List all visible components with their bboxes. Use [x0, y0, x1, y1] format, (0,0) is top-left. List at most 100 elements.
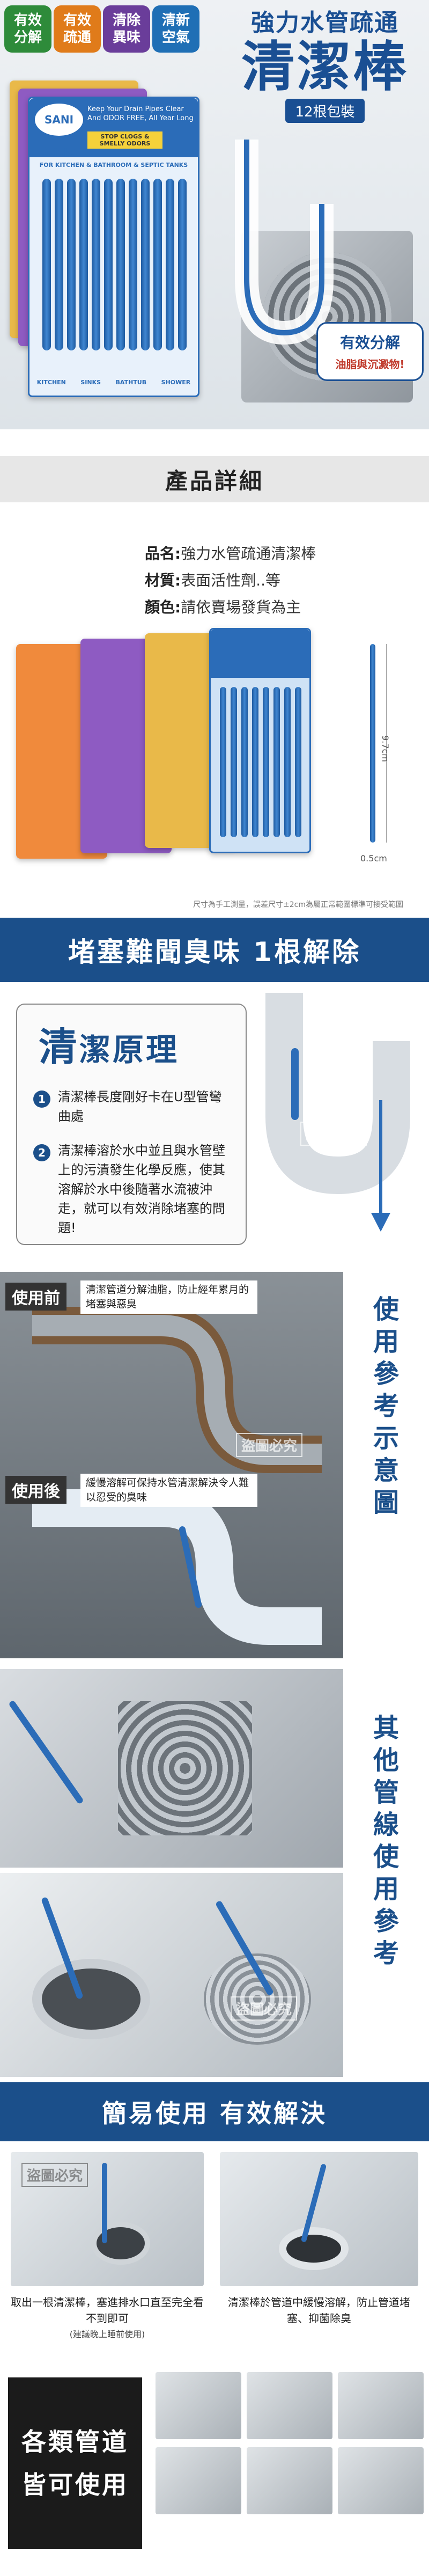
package-tagline: Keep Your Drain Pipes Clear And ODOR FRE…	[87, 105, 194, 122]
hero-section: 有效分解 有效疏通 清除異味 清新空氣 SANI Sticks Keep You…	[0, 0, 429, 429]
details-footnote: 尺寸為手工測量，誤差尺寸±2cm為屬正常範圍標準可接受範圍	[193, 901, 403, 909]
use-kitchen: KITCHEN	[36, 379, 66, 386]
before-note: 清潔管道分解油脂，防止經年累月的堵塞與惡臭	[80, 1280, 257, 1314]
floor-drain-grate	[118, 1701, 252, 1835]
other-pipes-section: 盜圖必究 其他管線使用參考	[0, 1664, 429, 2082]
package-uses: KITCHEN SINKS BATHTUB SHOWER	[29, 379, 198, 386]
stick	[92, 179, 100, 350]
easy-use-banner: 簡易使用 有效解決	[0, 2082, 429, 2141]
stick	[129, 179, 137, 350]
dim-length: 9.7cm	[380, 735, 390, 762]
step1-caption: 取出一根清潔棒，塞進排水口直至完全看不到即可 (建議晚上睡前使用)	[11, 2296, 204, 2339]
badge-deodorize: 清除異味	[103, 5, 150, 53]
easy-use-heading: 簡易使用 有效解決	[101, 2099, 327, 2128]
details-heading-bar: 產品詳細	[0, 456, 429, 502]
details-section: 產品詳細 品名:強力水管疏通清潔棒 材質:表面活性劑..等 顏色:請依賣場發貨為…	[0, 429, 429, 918]
stick	[220, 687, 226, 837]
principle-box: 清潔原理 1 清潔棒長度剛好卡在U型管彎曲處 2 清潔棒溶於水中並且與水管壁上的…	[16, 1004, 247, 1245]
use-sinks: SINKS	[80, 379, 101, 386]
dirty-pipe-illustration	[32, 1307, 322, 1473]
use-bathtub: BATHTUB	[115, 379, 147, 386]
hero-title: 強力水管疏通 清潔棒 12根包裝	[228, 3, 421, 123]
package-header: SANI Sticks Keep Your Drain Pipes Clear …	[29, 98, 198, 158]
step2-caption: 清潔棒於管道中緩慢溶解，防止管道堵塞、抑菌除臭	[228, 2296, 410, 2325]
stick	[104, 179, 113, 350]
stick	[273, 687, 280, 837]
pipe-thumb-6	[338, 2447, 424, 2514]
before-tag: 使用前	[5, 1283, 66, 1311]
pipe-before-after-image	[0, 1272, 343, 1658]
stick	[153, 179, 162, 350]
stick	[141, 179, 150, 350]
usage-side-label: 使用參考示意圖	[373, 1294, 399, 1518]
stick	[116, 179, 125, 350]
principle-section: 清潔原理 1 清潔棒長度剛好卡在U型管彎曲處 2 清潔棒溶於水中並且與水管壁上的…	[0, 982, 429, 1272]
watermark: 盜圖必究	[236, 1433, 303, 1457]
watermark: 盜圖必究	[21, 2163, 88, 2187]
slogan-banner: 堵塞難聞臭味 1根解除	[0, 918, 429, 982]
pipe-thumb-2	[247, 2372, 332, 2439]
dim-width: 0.5cm	[360, 853, 387, 863]
stick	[67, 179, 76, 350]
clean-pipe-illustration	[32, 1489, 322, 1645]
effect-line2: 油脂與沉澱物!	[335, 358, 405, 371]
after-tag: 使用後	[5, 1476, 66, 1504]
stick	[42, 179, 51, 350]
easy-use-section: 盜圖必究 取出一根清潔棒，塞進排水口直至完全看不到即可 (建議晚上睡前使用) 清…	[0, 2141, 429, 2356]
principle-num-2: 2	[33, 1144, 50, 1161]
sink-drain-1	[32, 1959, 150, 2039]
watermark: 盜圖必究	[300, 1122, 367, 1146]
badge-fresh-air: 清新空氣	[152, 5, 199, 53]
all-pipes-label: 各類管道 皆可使用	[8, 2377, 142, 2549]
principle-title: 清潔原理	[39, 1024, 180, 1070]
pipe-thumb-4	[156, 2447, 241, 2514]
stick	[295, 687, 301, 837]
after-note: 緩慢溶解可保持水管清潔解決令人難以忍受的臭味	[80, 1474, 257, 1507]
effect-callout: 有效分解 油脂與沉澱物!	[316, 322, 424, 381]
slogan-text: 堵塞難聞臭味 1根解除	[68, 936, 361, 968]
step2-photo	[220, 2152, 418, 2286]
length-line	[386, 644, 387, 843]
package-main: SANI Sticks Keep Your Drain Pipes Clear …	[28, 97, 199, 397]
pack-count-badge: 12根包裝	[285, 99, 365, 123]
single-stick	[370, 644, 375, 843]
spec-name: 品名:強力水管疏通清潔棒	[145, 545, 316, 562]
usage-section: 使用前 清潔管道分解油脂，防止經年累月的堵塞與惡臭 使用後 緩慢溶解可保持水管清…	[0, 1272, 429, 1664]
stick	[252, 687, 258, 837]
stick-in-hand	[8, 1700, 84, 1805]
step1-photo: 盜圖必究	[11, 2152, 204, 2286]
other-side-label: 其他管線使用參考	[373, 1713, 399, 1968]
pipe-thumb-1	[156, 2372, 241, 2439]
principle-num-1: 1	[33, 1091, 50, 1108]
stick	[79, 179, 88, 350]
principle-text-1: 清潔棒長度剛好卡在U型管彎曲處	[58, 1089, 222, 1124]
stick	[284, 687, 291, 837]
details-heading: 產品詳細	[165, 467, 264, 494]
stick	[166, 179, 174, 350]
floor-drain-photo	[0, 1669, 343, 1868]
spec-color: 顏色:請依賣場發貨為主	[145, 598, 301, 616]
spec-material: 材質:表面活性劑..等	[145, 572, 281, 589]
stick	[241, 687, 248, 837]
use-shower: SHOWER	[161, 379, 191, 386]
package-subtitle: FOR KITCHEN & BATHROOM & SEPTIC TANKS	[39, 162, 188, 169]
watermark: 盜圖必究	[231, 1996, 298, 2021]
stick	[55, 179, 63, 350]
package-badge: STOP CLOGS & SMELLY ODORS	[87, 131, 162, 149]
stick	[263, 687, 269, 837]
hero-title-line2: 清潔棒	[241, 35, 409, 98]
brand-logo: SANI Sticks	[35, 104, 83, 158]
sink-drain-photo	[0, 1873, 343, 2077]
badge-decompose: 有效分解	[4, 5, 51, 53]
pipe-thumb-3	[338, 2372, 424, 2439]
stick	[231, 687, 237, 837]
stick	[178, 179, 187, 350]
all-pipes-section: 各類管道 皆可使用	[0, 2356, 429, 2576]
principle-u-pipe	[265, 993, 410, 1232]
badge-unclog: 有效疏通	[54, 5, 101, 53]
effect-line1: 有效分解	[339, 334, 400, 352]
principle-text-2: 清潔棒溶於水中並且與水管壁上的污漬發生化學反應，使其溶解於水中後隨著水流被沖走，…	[58, 1143, 225, 1235]
hero-title-line1: 強力水管疏通	[251, 9, 399, 36]
pipe-thumb-5	[247, 2447, 332, 2514]
